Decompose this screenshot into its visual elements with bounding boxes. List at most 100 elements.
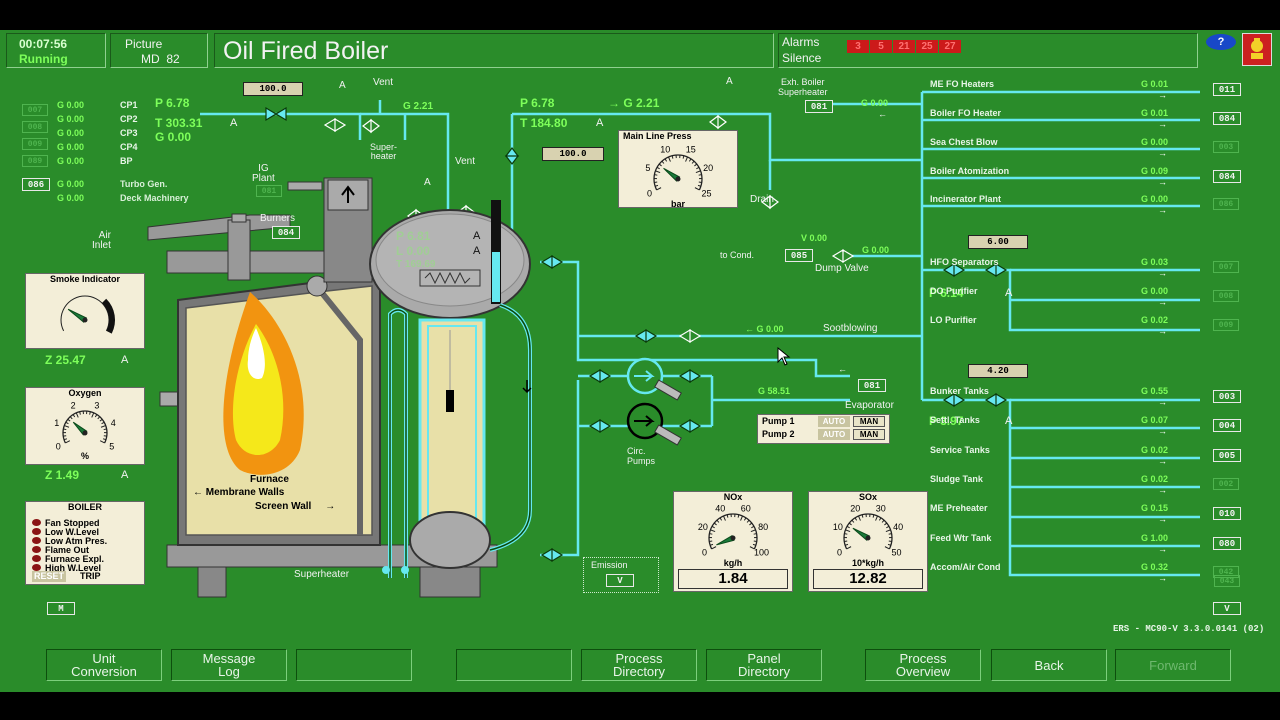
- cp-tag[interactable]: 089: [22, 155, 48, 167]
- gauge-tick: [102, 438, 107, 441]
- emission-box[interactable]: Emission V: [583, 557, 659, 593]
- boiler-alarm-text: Furnace Expl.: [45, 553, 105, 564]
- alarm-number[interactable]: 27: [939, 40, 961, 53]
- consumer-flow: G 0.01: [1141, 108, 1169, 118]
- footer-button-5[interactable]: Process Directory: [581, 649, 697, 681]
- m-button[interactable]: M: [47, 602, 75, 615]
- consumer-flow: G 0.03: [1141, 257, 1169, 267]
- vent-label: Vent: [373, 77, 394, 88]
- footer-button-label: Message Log: [202, 651, 256, 679]
- flow-arrow-icon: →: [1158, 514, 1167, 524]
- flow-arrow-icon: →: [1158, 397, 1167, 407]
- gauge-tick: [885, 529, 891, 533]
- consumer-tag[interactable]: 086: [1213, 198, 1239, 210]
- consumer-tag[interactable]: 009: [1213, 319, 1239, 331]
- footer-button-7[interactable]: Process Overview: [865, 649, 981, 681]
- ig-plant-tag[interactable]: 081: [256, 185, 282, 197]
- picture-label: Picture: [125, 37, 163, 51]
- footer-button-6[interactable]: Panel Directory: [706, 649, 822, 681]
- gauge-tick-label: 3: [94, 400, 99, 410]
- consumer-tag[interactable]: 084: [1213, 170, 1241, 183]
- pump-man-button[interactable]: MAN: [853, 429, 885, 440]
- pump-auto-button[interactable]: AUTO: [818, 416, 850, 427]
- alarm-number[interactable]: 5: [870, 40, 892, 53]
- gauge-tick: [886, 525, 890, 529]
- cp-tag[interactable]: 007: [22, 104, 48, 116]
- v-button[interactable]: V: [1213, 602, 1241, 615]
- consumer-tag[interactable]: 007: [1213, 261, 1239, 273]
- alarm-number[interactable]: 25: [916, 40, 938, 53]
- dump-tag[interactable]: 085: [785, 249, 813, 262]
- superheater-bottom-label: Superheater: [294, 569, 350, 580]
- bunker-setpoint[interactable]: 4.20: [968, 364, 1028, 378]
- gauge-tick-label: 20: [698, 522, 708, 532]
- consumer-tag[interactable]: 004: [1213, 419, 1241, 432]
- gauge-tick: [656, 166, 660, 170]
- gauge-tick: [67, 418, 71, 422]
- emission-button[interactable]: V: [606, 574, 634, 587]
- gauge-tick-label: 5: [645, 163, 650, 173]
- consumer-tag[interactable]: 005: [1213, 449, 1241, 462]
- footer-button-9[interactable]: Forward: [1115, 649, 1231, 681]
- consumer-name: Boiler Atomization: [930, 166, 1010, 176]
- alarm-number[interactable]: 3: [847, 40, 869, 53]
- main-line-setpoint[interactable]: 100.0: [542, 147, 604, 161]
- gauge-tick: [726, 514, 729, 518]
- extra-tag[interactable]: 043: [1214, 575, 1240, 587]
- consumer-tag[interactable]: 003: [1213, 141, 1239, 153]
- cp-tag[interactable]: 009: [22, 138, 48, 150]
- separator-unit: A: [1005, 287, 1013, 299]
- reset-button[interactable]: RESET: [32, 571, 66, 582]
- gauge-tick: [694, 187, 700, 191]
- gauge-arc: [708, 513, 758, 550]
- pump-man-button[interactable]: MAN: [853, 416, 885, 427]
- boiler-alarm-text: Low W.Level: [45, 526, 100, 537]
- gauge-unit-label: bar: [671, 199, 686, 207]
- help-button[interactable]: ?: [1206, 34, 1236, 50]
- separator-setpoint[interactable]: 6.00: [968, 235, 1028, 249]
- consumer-tag[interactable]: 003: [1213, 390, 1241, 403]
- exh-boiler-tag[interactable]: 081: [805, 100, 833, 113]
- footer-button-8[interactable]: Back: [991, 649, 1107, 681]
- clock: 00:07:56: [19, 37, 68, 51]
- gauge-tick: [97, 416, 101, 420]
- gauge-tick: [658, 163, 662, 167]
- trip-label: TRIP: [80, 571, 101, 581]
- burners-tag[interactable]: 084: [272, 226, 300, 239]
- consumer-tag[interactable]: 010: [1213, 507, 1241, 520]
- smoke-value: Z 25.47: [45, 353, 86, 367]
- footer-button-label: Back: [1034, 657, 1064, 673]
- gauge-tick: [848, 522, 852, 526]
- footer-button-3[interactable]: [296, 649, 412, 681]
- run-status: Running: [19, 52, 68, 66]
- footer-button-2[interactable]: Message Log: [171, 649, 287, 681]
- consumer-tag[interactable]: 084: [1213, 112, 1241, 125]
- footer-button-1[interactable]: Unit Conversion: [46, 649, 162, 681]
- consumer-tag[interactable]: 042: [1213, 566, 1239, 578]
- exh-arrow: ←: [878, 109, 887, 119]
- alarm-number[interactable]: 21: [893, 40, 915, 53]
- footer-button-4[interactable]: [456, 649, 572, 681]
- consumer-tag[interactable]: 008: [1213, 290, 1239, 302]
- cp-tag[interactable]: 008: [22, 121, 48, 133]
- emission-label: Emission: [591, 560, 628, 570]
- consumer-tag[interactable]: 002: [1213, 478, 1239, 490]
- evap-tag[interactable]: 081: [858, 379, 886, 392]
- exh-boiler-label: Exh. Boiler Superheater: [778, 77, 828, 97]
- gauge-tick-label: 50: [892, 548, 902, 558]
- consumer-tag[interactable]: 080: [1213, 537, 1241, 550]
- silence-button[interactable]: Silence: [782, 51, 822, 65]
- consumer-tag[interactable]: 011: [1213, 83, 1241, 96]
- oxygen-title: Oxygen: [68, 388, 102, 398]
- steam-dump-setpoint[interactable]: 100.0: [243, 82, 303, 96]
- gauge-tick-label: 0: [837, 548, 842, 558]
- drum-level: L 0.00: [396, 244, 430, 258]
- pump-auto-button[interactable]: AUTO: [818, 429, 850, 440]
- tag-turbo[interactable]: 086: [22, 178, 50, 191]
